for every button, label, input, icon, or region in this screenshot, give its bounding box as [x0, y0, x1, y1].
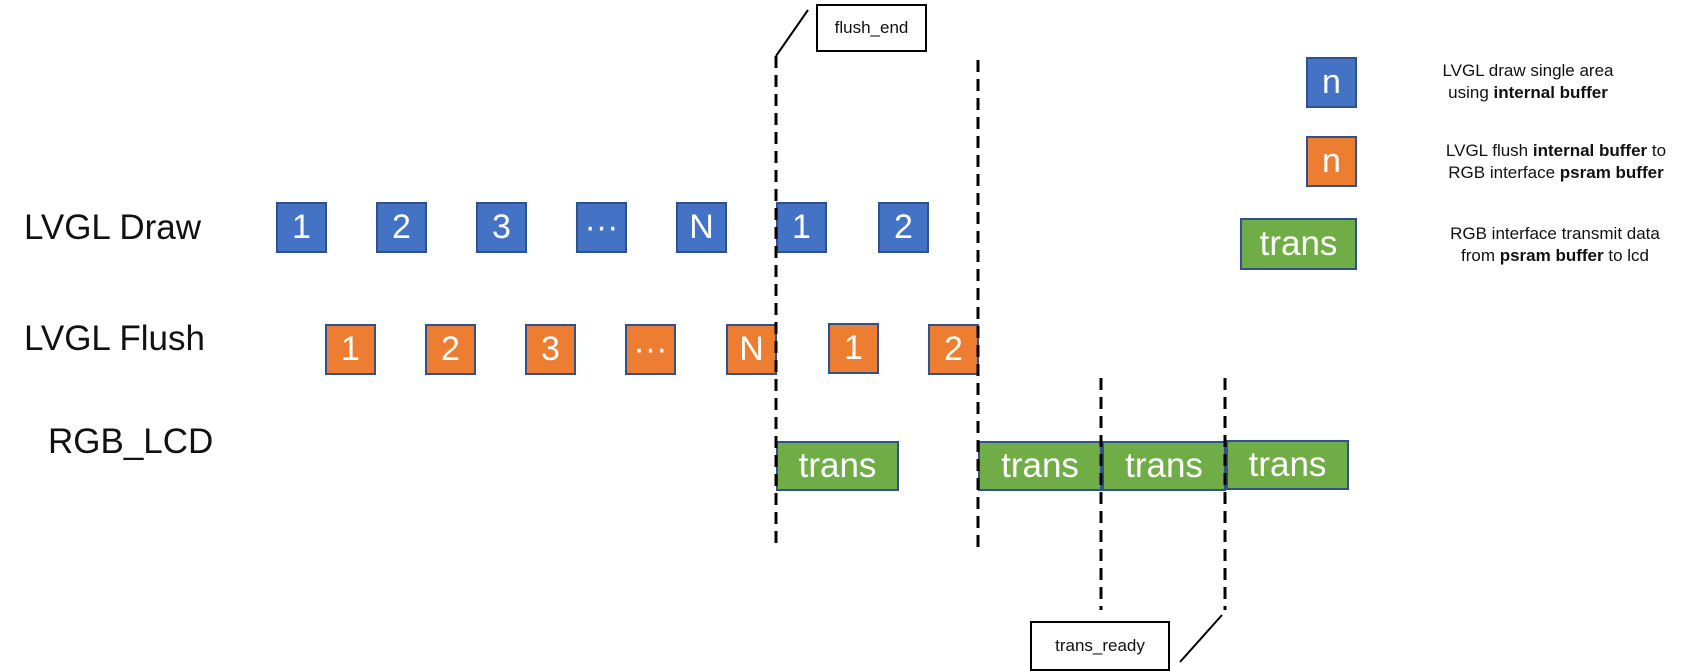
- flush-box: 2: [928, 324, 979, 375]
- legend-trans-symbol: trans: [1240, 218, 1357, 270]
- flush-box: ···: [625, 324, 676, 375]
- trans-box: trans: [1226, 440, 1349, 490]
- draw-box: 2: [376, 202, 427, 253]
- trans-ready-connector: [1179, 614, 1223, 663]
- legend-flush-line2: RGB interface psram buffer: [1448, 163, 1664, 182]
- row-label-lvgl-draw: LVGL Draw: [24, 208, 201, 247]
- legend-draw-line2: using internal buffer: [1448, 83, 1608, 102]
- trans-ready-callout: trans_ready: [1030, 621, 1170, 671]
- legend-trans-line2: from psram buffer to lcd: [1460, 246, 1649, 265]
- legend-draw-line1: LVGL draw single area: [1442, 61, 1614, 80]
- flush-end-connector: [775, 9, 809, 57]
- draw-box: N: [676, 202, 727, 253]
- row-label-rgb-lcd: RGB_LCD: [48, 422, 214, 461]
- draw-box: 1: [276, 202, 327, 253]
- draw-box: ···: [576, 202, 627, 253]
- draw-box: 3: [476, 202, 527, 253]
- trans-box: trans: [1102, 441, 1226, 491]
- flush-box: 2: [425, 324, 476, 375]
- flush-box: 1: [828, 323, 879, 374]
- legend-flush-line1: LVGL flush internal buffer to: [1445, 141, 1667, 160]
- legend-draw-symbol: n: [1306, 57, 1357, 108]
- flush-box: N: [726, 324, 777, 375]
- flush-end-callout: flush_end: [816, 4, 927, 52]
- legend-flush-text: LVGL flush internal buffer to RGB interf…: [1426, 140, 1686, 184]
- legend-flush-symbol: n: [1306, 136, 1357, 187]
- legend-trans-line1: RGB interface transmit data: [1450, 224, 1660, 243]
- legend-trans-text: RGB interface transmit data from psram b…: [1424, 223, 1686, 267]
- draw-box: 2: [878, 202, 929, 253]
- flush-box: 3: [525, 324, 576, 375]
- trans-box: trans: [776, 441, 899, 491]
- row-label-lvgl-flush: LVGL Flush: [24, 319, 205, 358]
- trans-box: trans: [978, 441, 1102, 491]
- flush-box: 1: [325, 324, 376, 375]
- legend-draw-text: LVGL draw single area using internal buf…: [1408, 60, 1648, 104]
